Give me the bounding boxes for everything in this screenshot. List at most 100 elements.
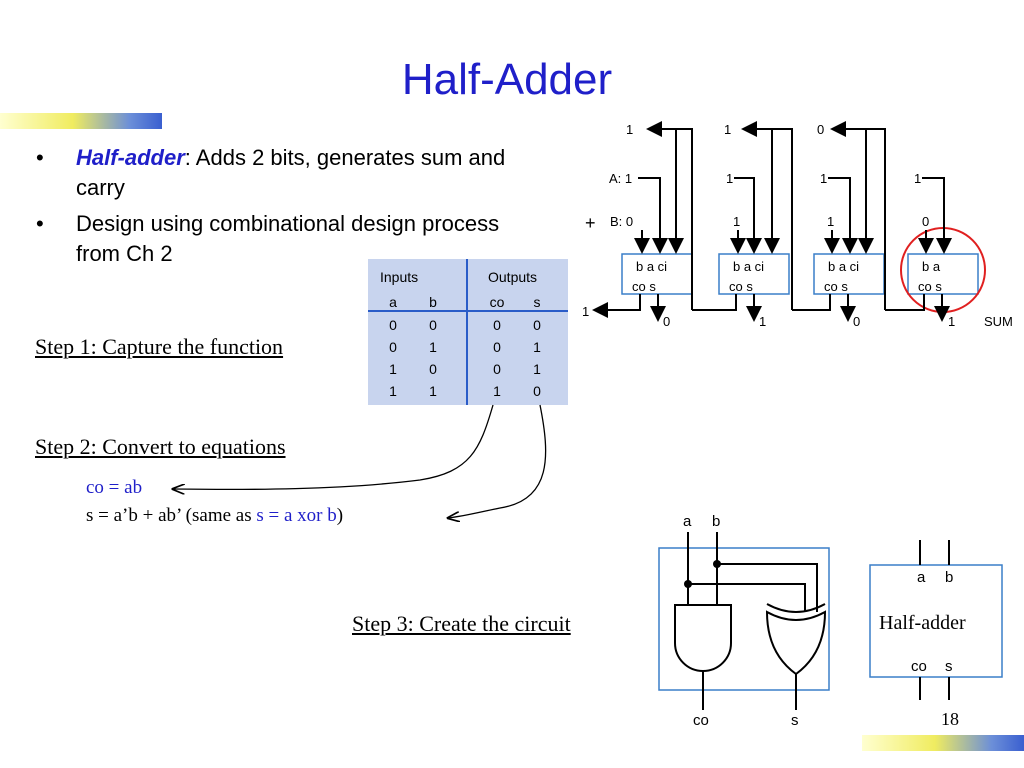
equation-s-xor: s = a xor b	[256, 505, 337, 526]
truth-table-cell: 1	[533, 339, 541, 355]
sum-bit: 1	[759, 314, 766, 329]
carry-wire	[741, 121, 793, 310]
truth-table-col-s: s	[533, 294, 541, 310]
b-bit: 0	[922, 214, 929, 229]
top-carry-label: 1	[724, 122, 731, 137]
equation-co: co = ab	[86, 477, 143, 498]
bullet-item-2: • Design using combinational design proc…	[36, 209, 536, 269]
equation-s-prefix: s = a’b + ab’ (same as	[86, 505, 257, 526]
slide-title: Half-Adder	[401, 55, 613, 104]
adder-cell-bottom-label: co s	[729, 279, 753, 294]
junction-dot	[684, 580, 692, 588]
b-bit: 1	[827, 214, 834, 229]
b-label: B: 0	[610, 214, 633, 229]
truth-table-cell: 0	[429, 361, 437, 377]
top-carry-label: 1	[626, 122, 633, 137]
a-input-wire	[828, 177, 858, 254]
a-label: A: 1	[609, 171, 632, 186]
circuit-input-label: b	[712, 513, 720, 530]
block-input-label: a	[917, 569, 926, 586]
plus-sign: +	[585, 213, 596, 233]
sum-bit: 0	[853, 314, 860, 329]
bullet-item-1: • Half-adder: Adds 2 bits, generates sum…	[36, 143, 536, 203]
a-input-wire	[638, 177, 668, 254]
truth-table-cell: 1	[533, 361, 541, 377]
truth-table-cell: 0	[429, 317, 437, 333]
block-name: Half-adder	[879, 612, 966, 634]
bullet-text: Design using combinational design proces…	[76, 211, 500, 266]
block-box	[869, 564, 1003, 678]
carry-out-wire	[592, 294, 641, 318]
accent-bar-top	[0, 113, 162, 129]
carry-out-label: 1	[582, 304, 589, 319]
carry-out-wire	[692, 294, 737, 311]
block-output-label: s	[945, 658, 953, 675]
carry-out-wire	[885, 294, 925, 311]
arrow-to-s	[448, 404, 547, 518]
page-number: 18	[941, 709, 959, 729]
top-carry-label: 0	[817, 122, 824, 137]
a-bit: 1	[726, 171, 733, 186]
truth-table-cell: 1	[389, 361, 397, 377]
xor-gate-curve	[766, 603, 826, 613]
truth-table-cell: 0	[533, 383, 541, 399]
circuit-boundary	[658, 547, 830, 691]
step-2-label: Step 2: Convert to equations	[35, 434, 286, 459]
bullet-text: : Adds 2 bits, generates sum and carry	[76, 145, 506, 200]
equation-s-suffix: )	[336, 505, 344, 526]
truth-table-outputs-header: Outputs	[488, 269, 538, 285]
truth-table-cell: 0	[493, 339, 501, 355]
a-bit: 1	[820, 171, 827, 186]
block-input-label: b	[945, 569, 953, 586]
truth-table-cell: 1	[389, 383, 397, 399]
truth-table-divider	[466, 259, 468, 405]
adder-cell-bottom-label: co s	[918, 279, 942, 294]
step-3-label: Step 3: Create the circuit	[352, 611, 571, 636]
truth-table-inputs-header: Inputs	[380, 269, 419, 285]
and-gate	[674, 604, 732, 672]
carry-wire	[646, 121, 693, 310]
circuit-output-label: s	[791, 712, 799, 729]
junction-dot	[713, 560, 721, 568]
truth-table-cell: 0	[493, 361, 501, 377]
adder-cell-bottom-label: co s	[632, 279, 656, 294]
carry-wire	[830, 121, 886, 310]
step-1-label: Step 1: Capture the function	[35, 334, 284, 359]
truth-table-header-rule	[368, 310, 568, 312]
truth-table-cell: 0	[389, 317, 397, 333]
accent-bar-bottom	[862, 735, 1024, 751]
carry-out-wire	[792, 294, 831, 311]
truth-table-col-b: b	[429, 294, 437, 310]
adder-chain-diagram: 1 1 0 A: 1 1 1 1 + B: 0 1 1 0 b a ci co …	[582, 121, 1013, 329]
a-bit: 1	[914, 171, 921, 186]
bullet-term: Half-adder	[76, 145, 185, 170]
truth-table-cell: 1	[493, 383, 501, 399]
truth-table-cell: 0	[533, 317, 541, 333]
truth-table-cell: 0	[389, 339, 397, 355]
sum-bit: 0	[663, 314, 670, 329]
adder-cell-bottom-label: co s	[824, 279, 848, 294]
adder-cell-top-label: b a	[922, 259, 941, 274]
adder-cell-top-label: b a ci	[733, 259, 764, 274]
half-adder-block: a b Half-adder co s	[869, 540, 1003, 700]
truth-table: Inputs Outputs a b co s 0 0 0 0 0 1 0 1 …	[368, 259, 568, 405]
adder-cell-top-label: b a ci	[828, 259, 859, 274]
circuit-input-label: a	[683, 513, 692, 530]
bullet-dot: •	[36, 145, 44, 170]
bullet-dot: •	[36, 211, 44, 236]
half-adder-circuit: a b co s	[658, 513, 830, 729]
truth-table-col-a: a	[389, 294, 397, 310]
adder-cell-top-label: b a ci	[636, 259, 667, 274]
truth-table-cell: 1	[429, 383, 437, 399]
block-output-label: co	[911, 658, 927, 675]
truth-table-cell: 1	[429, 339, 437, 355]
equation-s: s = a’b + ab’ (same as s = a xor b)	[86, 505, 343, 527]
a-input-wire	[922, 177, 952, 254]
sum-bit: 1	[948, 314, 955, 329]
a-input-wire	[734, 177, 762, 254]
b-bit: 1	[733, 214, 740, 229]
wire	[688, 583, 806, 612]
xor-gate	[765, 610, 827, 676]
arrow-to-co	[173, 404, 494, 489]
